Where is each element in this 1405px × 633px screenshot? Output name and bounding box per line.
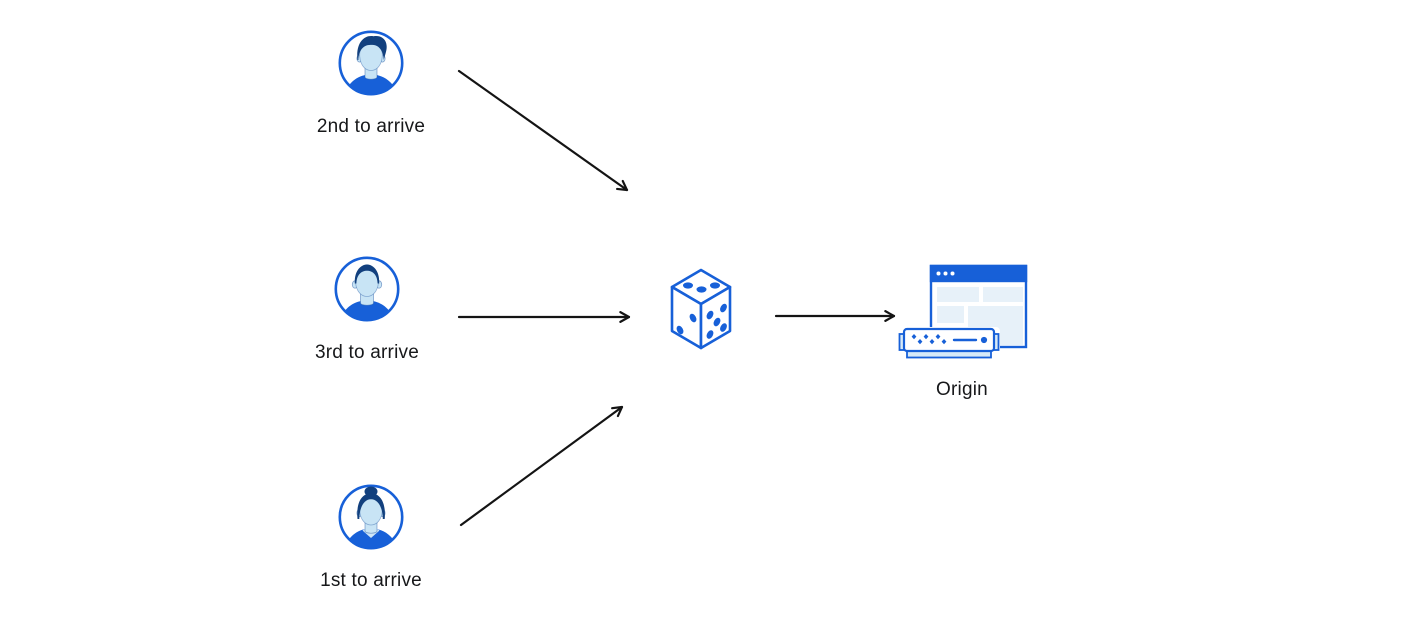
arrow-visitor2-to-dice <box>457 69 629 192</box>
server-icon <box>897 327 1000 360</box>
node-visitor-third: 3rd to arrive <box>282 255 452 364</box>
avatar-man-short-icon <box>334 256 400 322</box>
node-label-origin: Origin <box>936 379 988 400</box>
node-label-visitor-second: 2nd to arrive <box>316 116 426 137</box>
origin-icon <box>897 264 1027 360</box>
node-visitor-first: 1st to arrive <box>286 483 456 592</box>
node-origin: Origin <box>877 264 1047 401</box>
avatar-woman-bun-icon <box>338 484 404 550</box>
avatar-man-swoop-icon <box>338 30 404 96</box>
arrow-visitor1-to-dice <box>459 405 624 527</box>
node-visitor-second: 2nd to arrive <box>286 29 456 138</box>
node-label-visitor-third: 3rd to arrive <box>315 342 419 363</box>
node-label-visitor-first: 1st to arrive <box>320 570 422 591</box>
dice-icon <box>670 268 732 350</box>
